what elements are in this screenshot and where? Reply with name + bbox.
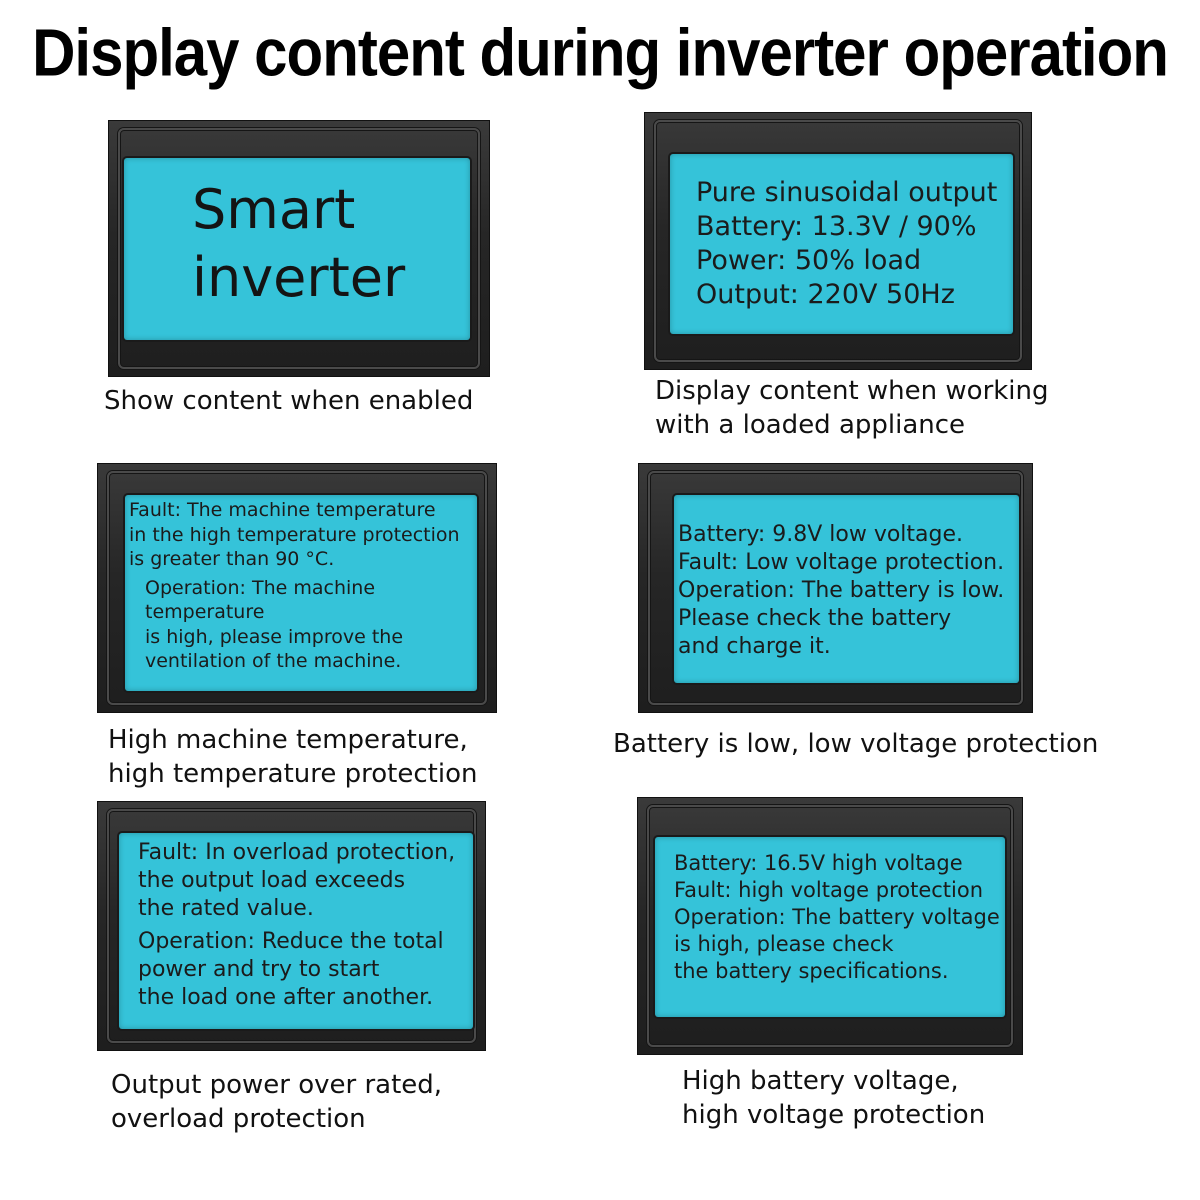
screen-line: is high, please check: [674, 932, 894, 956]
caption: Display content when working with a load…: [655, 374, 1049, 442]
caption-line: high voltage protection: [682, 1100, 986, 1130]
caption-line: Output power over rated,: [111, 1070, 443, 1100]
lcd-bezel: [654, 120, 1022, 362]
screen-line: Operation: The machine: [145, 576, 376, 599]
lcd-panel-overload: Fault: In overload protection, the outpu…: [97, 801, 486, 1051]
lcd-screen: Battery: 16.5V high voltage Fault: high …: [655, 837, 1005, 1017]
screen-line: Operation: The battery voltage: [674, 905, 1000, 929]
screen-line: ventilation of the machine.: [145, 650, 402, 672]
screen-line: is greater than 90 °C.: [129, 548, 335, 570]
screen-line: inverter: [192, 246, 406, 309]
caption-line: High battery voltage,: [682, 1066, 959, 1096]
caption-line: overload protection: [111, 1104, 366, 1134]
screen-line: the rated value.: [138, 896, 314, 921]
lcd-screen: Smart inverter: [124, 158, 470, 340]
screen-line: Please check the battery: [678, 606, 952, 631]
lcd-screen: Pure sinusoidal output Battery: 13.3V / …: [670, 154, 1013, 334]
lcd-panel-startup: Smart inverter: [108, 120, 490, 377]
lcd-panel-high-voltage: Battery: 16.5V high voltage Fault: high …: [637, 797, 1023, 1055]
caption: Show content when enabled: [104, 384, 473, 418]
lcd-panel-working: Pure sinusoidal output Battery: 13.3V / …: [644, 112, 1032, 370]
screen-line: Fault: In overload protection,: [138, 840, 456, 865]
lcd-bezel: [107, 471, 487, 705]
caption-line: Show content when enabled: [104, 386, 474, 416]
page-title: Display content during inverter operatio…: [32, 15, 1169, 91]
lcd-screen: Fault: In overload protection, the outpu…: [119, 833, 473, 1029]
lcd-bezel: [647, 805, 1013, 1047]
screen-line: Operation: The battery is low.: [678, 578, 1005, 603]
lcd-screen: Battery: 9.8V low voltage. Fault: Low vo…: [674, 495, 1019, 683]
caption: High battery voltage, high voltage prote…: [682, 1064, 985, 1132]
caption-line: High machine temperature,: [108, 725, 468, 755]
lcd-bezel: [107, 809, 476, 1043]
caption-line: with a loaded appliance: [655, 410, 966, 440]
screen-line: Fault: The machine temperature: [129, 499, 436, 521]
screen-line: Operation: Reduce the total: [138, 929, 444, 954]
screen-line: the load one after another.: [138, 985, 434, 1010]
screen-line: is high, please improve the: [145, 625, 404, 648]
lcd-panel-low-voltage: Battery: 9.8V low voltage. Fault: Low vo…: [638, 463, 1033, 713]
screen-line: Battery: 16.5V high voltage: [674, 851, 963, 875]
lcd-screen: Fault: The machine temperature in the hi…: [125, 495, 477, 691]
screen-line: the output load exceeds: [138, 868, 406, 893]
caption: Battery is low, low voltage protection: [613, 727, 1098, 761]
lcd-panel-high-temperature: Fault: The machine temperature in the hi…: [97, 463, 497, 713]
screen-line: Power: 50% load: [696, 245, 922, 276]
screen-line: Smart: [192, 178, 356, 241]
screen-line: the battery specifications.: [674, 959, 949, 983]
screen-line: Battery: 9.8V low voltage.: [678, 522, 964, 547]
screen-line: Fault: Low voltage protection.: [678, 550, 1005, 575]
screen-line: in the high temperature protection: [129, 523, 460, 546]
caption-line: high temperature protection: [108, 759, 478, 789]
screen-line: Pure sinusoidal output: [696, 177, 998, 208]
screen-line: Fault: high voltage protection: [674, 878, 984, 902]
caption-line: Display content when working: [655, 376, 1049, 406]
screen-line: Battery: 13.3V / 90%: [696, 211, 977, 242]
lcd-bezel: [648, 471, 1023, 705]
screen-line: temperature: [145, 601, 265, 623]
screen-line: and charge it.: [678, 634, 831, 659]
screen-line: Output: 220V 50Hz: [696, 279, 955, 310]
caption: Output power over rated, overload protec…: [111, 1068, 442, 1136]
caption-line: Battery is low, low voltage protection: [613, 729, 1099, 759]
caption: High machine temperature, high temperatu…: [108, 723, 477, 791]
lcd-bezel: [118, 128, 480, 369]
screen-line: power and try to start: [138, 957, 380, 982]
